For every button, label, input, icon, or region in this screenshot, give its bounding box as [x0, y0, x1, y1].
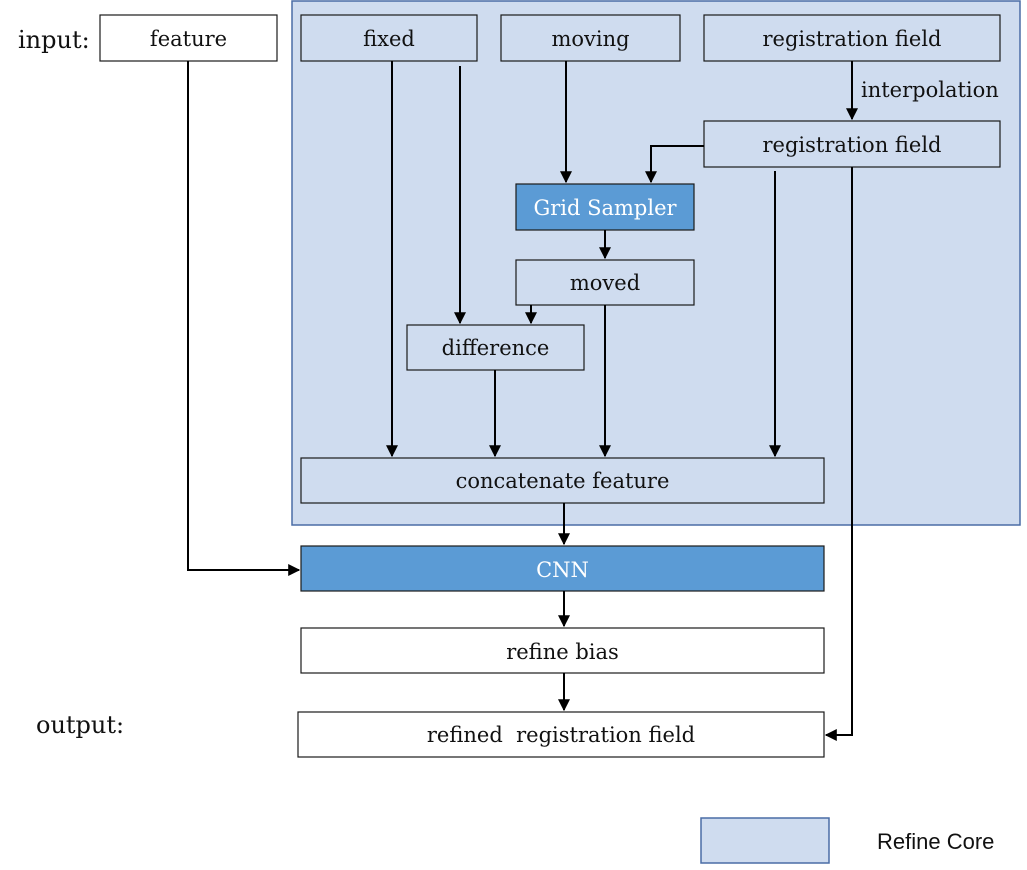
svg-text:Grid Sampler: Grid Sampler — [533, 196, 677, 220]
svg-text:moving: moving — [551, 27, 629, 51]
legend-swatch — [700, 817, 830, 864]
interpolation-label: interpolation — [861, 78, 999, 102]
arrow-field-to-grid-sampler — [645, 145, 704, 184]
svg-text:registration field: registration field — [763, 133, 942, 157]
fixed-node: fixed — [300, 14, 478, 62]
moved-node: moved — [515, 259, 695, 306]
svg-text:refine bias: refine bias — [506, 640, 619, 664]
refine-bias-node: refine bias — [300, 627, 825, 674]
registration-field-mid-node: registration field — [703, 120, 1001, 168]
concatenate-feature-node: concatenate feature — [300, 457, 825, 504]
refined-registration-field-node: refined registration field — [297, 711, 825, 758]
svg-text:moved: moved — [570, 271, 640, 295]
svg-text:difference: difference — [442, 336, 550, 360]
feature-node: feature — [99, 14, 278, 62]
arrow-field-to-refined-field — [824, 167, 853, 741]
grid-sampler-node: Grid Sampler — [515, 183, 695, 231]
registration-field-top-node: registration field — [703, 14, 1001, 62]
output-label: output: — [36, 711, 124, 739]
moving-node: moving — [500, 14, 681, 62]
legend: Refine Core — [700, 817, 994, 864]
difference-node: difference — [406, 324, 585, 371]
cnn-node: CNN — [300, 545, 825, 592]
svg-text:CNN: CNN — [536, 558, 589, 582]
input-label: input: — [18, 26, 90, 54]
legend-label: Refine Core — [877, 829, 994, 854]
svg-text:fixed: fixed — [363, 27, 415, 51]
svg-text:refined registration field: refined registration field — [427, 723, 695, 747]
svg-text:registration field: registration field — [763, 27, 942, 51]
svg-text:feature: feature — [150, 27, 227, 51]
edges — [187, 61, 858, 741]
arrow-feature-to-cnn — [187, 61, 301, 576]
svg-text:concatenate feature: concatenate feature — [456, 469, 670, 493]
